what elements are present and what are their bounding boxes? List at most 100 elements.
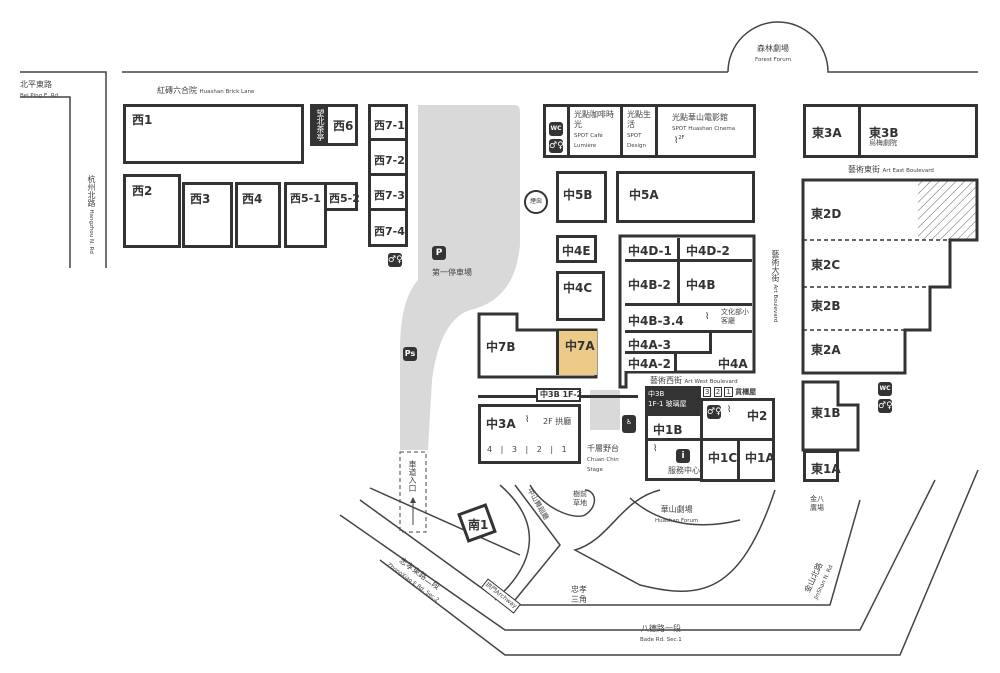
building-west-5-1[interactable]: 西5-1 bbox=[284, 182, 327, 248]
building-label: 中5B bbox=[563, 188, 593, 202]
building-south-1[interactable] bbox=[457, 503, 497, 543]
road-hangzhou: 杭州北路 Hangzhou N. Rd bbox=[87, 175, 96, 254]
building-label: 西3 bbox=[190, 192, 211, 206]
wangbei-teahouse[interactable]: 望北茶亭 bbox=[310, 104, 325, 146]
info-icon: i bbox=[676, 449, 690, 463]
building-c1a[interactable]: 中1A bbox=[737, 438, 775, 482]
building-c4d2[interactable]: 中4D-2 bbox=[680, 238, 752, 262]
building-label: 西5-2 bbox=[329, 192, 360, 205]
tree-lawn-label: 樹前草地 bbox=[573, 490, 587, 507]
chimney: 煙囪 bbox=[524, 190, 548, 214]
restroom-icon: ♂♀ bbox=[878, 399, 893, 413]
building-c4b[interactable]: 中4B bbox=[680, 262, 752, 306]
stairs-icon: ⌇ bbox=[525, 415, 530, 425]
stairs-icon: ⌇ bbox=[705, 312, 710, 322]
building-e2c[interactable]: 東2C bbox=[811, 258, 841, 272]
car-entrance-label: 車道入口 bbox=[408, 460, 417, 492]
building-c4b2[interactable]: 中4B-2 bbox=[625, 262, 680, 306]
building-label: 中4D-1 bbox=[628, 244, 672, 258]
restroom-icon: ♂♀ bbox=[388, 253, 403, 267]
building-c7b[interactable]: 中7B bbox=[486, 340, 516, 354]
building-label: 中1B bbox=[653, 423, 683, 437]
building-label: 中7A bbox=[565, 339, 595, 353]
building-e1a[interactable]: 東1A bbox=[803, 450, 841, 482]
building-west-6[interactable]: 西6 bbox=[325, 104, 358, 146]
road-art-east: 藝術東街 Art East Boulevard bbox=[848, 165, 934, 174]
service-center[interactable]: ⌇ i 服務中心 bbox=[645, 438, 703, 481]
building-label: 西7-4 bbox=[374, 225, 405, 238]
building-label: 中4D-2 bbox=[686, 244, 730, 258]
restroom-icon: ♂♀ bbox=[549, 139, 564, 153]
stairs-icon: ⌇2F bbox=[674, 135, 685, 146]
building-c3b-1f2[interactable]: 中3B 1F-2 bbox=[536, 388, 582, 402]
building-label: 西7-1 bbox=[374, 119, 405, 132]
building-south-1-label: 南1 bbox=[468, 518, 489, 532]
building-label: 中4B bbox=[686, 278, 716, 292]
elevator-accessible-icon: ♿ bbox=[622, 415, 636, 433]
building-label: 中4C bbox=[563, 281, 593, 295]
building-e2b[interactable]: 東2B bbox=[811, 299, 841, 313]
building-west-4[interactable]: 西4 bbox=[235, 182, 281, 248]
building-c4a[interactable]: 中4A bbox=[718, 357, 748, 371]
building-c4a3[interactable]: 中4A-3 bbox=[625, 333, 712, 354]
building-c1b[interactable]: 中1B bbox=[645, 413, 703, 441]
building-e1b[interactable]: 東1B bbox=[811, 406, 841, 420]
restroom-icon: ♂♀ bbox=[707, 405, 722, 419]
zhongxiao-triangle-label: 忠孝三角 bbox=[571, 585, 587, 604]
stairs-icon: ⌇ bbox=[653, 444, 658, 454]
building-c4e[interactable]: 中4E bbox=[556, 235, 597, 263]
building-c4d1[interactable]: 中4D-1 bbox=[625, 238, 680, 262]
building-label: 中2 bbox=[747, 409, 768, 423]
c3a-sub-rooms: 4 | 3 | 2 | 1 bbox=[487, 445, 567, 454]
building-west-5-2[interactable]: 西5-2 bbox=[324, 182, 360, 211]
building-c4b34[interactable]: 中4B-3.4 ⌇ 文化部小客廳 bbox=[625, 306, 752, 333]
building-c5a[interactable]: 中5A bbox=[616, 171, 755, 223]
building-c2[interactable]: ♂♀ ⌇ 中2 bbox=[700, 398, 775, 441]
building-label: 中1A bbox=[745, 451, 775, 465]
building-label: 中4A-2 bbox=[628, 357, 671, 371]
building-west-7-1[interactable]: 西7-1 bbox=[368, 104, 408, 141]
building-west-1[interactable]: 西1 bbox=[123, 104, 304, 164]
building-west-2[interactable]: 西2 bbox=[123, 174, 181, 248]
parking-scooter-icon: Ps bbox=[403, 347, 417, 361]
building-c3a[interactable]: 中3A ⌇ 2F 拱廳 4 | 3 | 2 | 1 bbox=[478, 404, 581, 464]
parking-icon: P bbox=[432, 246, 446, 260]
building-label: 西6 bbox=[333, 119, 354, 133]
container-house[interactable]: 3 2 1 貨櫃屋 bbox=[703, 387, 757, 397]
building-label: 東3B bbox=[869, 126, 899, 140]
building-e3a[interactable]: 東3A bbox=[803, 104, 861, 158]
building-west-7-2[interactable]: 西7-2 bbox=[368, 138, 408, 176]
building-c5b[interactable]: 中5B bbox=[556, 171, 607, 223]
road-art-boulevard: 藝術大街 Art Boulevard bbox=[771, 250, 780, 323]
building-west-3[interactable]: 西3 bbox=[182, 182, 233, 248]
culture-ministry-lounge-label: 文化部小客廳 bbox=[721, 308, 749, 325]
building-c7a[interactable]: 中7A bbox=[556, 331, 597, 375]
building-label: 東3A bbox=[812, 126, 842, 140]
building-label: 西7-2 bbox=[374, 154, 405, 167]
brick-lane-label: 紅磚六合院 Huashan Brick Lane bbox=[157, 86, 255, 95]
accessible-wc-icon: WC bbox=[878, 382, 892, 396]
accessible-wc-icon: WC bbox=[549, 122, 563, 136]
building-c4c[interactable]: 中4C bbox=[556, 271, 605, 321]
building-label: 中5A bbox=[629, 188, 659, 202]
building-west-7-3[interactable]: 西7-3 bbox=[368, 173, 408, 211]
building-e2d[interactable]: 東2D bbox=[811, 207, 842, 221]
building-e2a[interactable]: 東2A bbox=[811, 343, 841, 357]
building-label: 西1 bbox=[132, 113, 153, 127]
building-c1c[interactable]: 中1C bbox=[700, 438, 740, 482]
building-label: 中4E bbox=[562, 244, 591, 258]
building-c4a2[interactable]: 中4A-2 bbox=[625, 354, 677, 371]
building-west-7-4[interactable]: 西7-4 bbox=[368, 208, 408, 247]
